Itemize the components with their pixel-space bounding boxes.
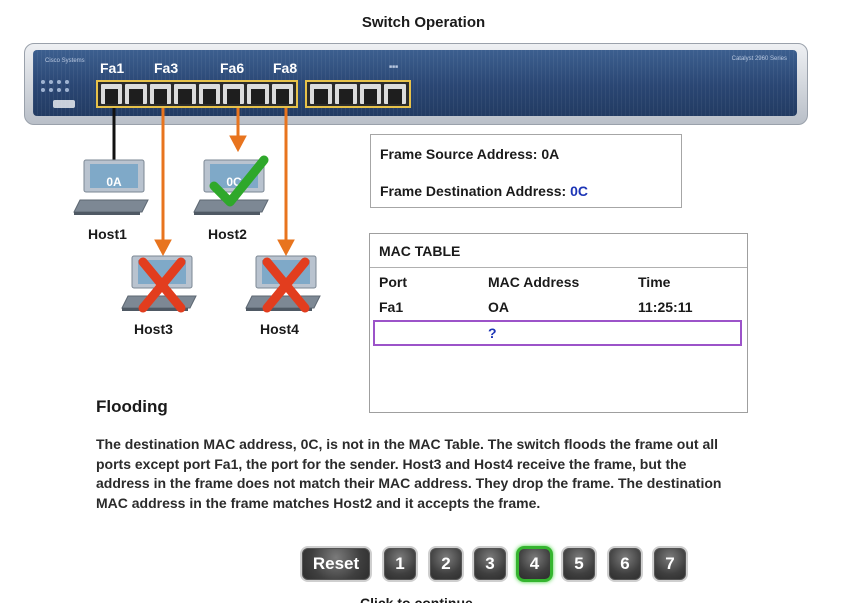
table-cell-port: Fa1 [379, 299, 404, 315]
switch-port [222, 84, 245, 104]
column-header-port: Port [379, 274, 407, 290]
switch-port [149, 84, 172, 104]
host1-label: Host1 [88, 226, 127, 242]
host2-label: Host2 [208, 226, 247, 242]
table-row-pending [373, 320, 742, 346]
checkmark-icon [209, 155, 269, 207]
frame-info-box: Frame Source Address: 0A Frame Destinati… [370, 134, 682, 208]
mac-table: MAC TABLE Port MAC Address Time Fa1 OA 1… [369, 233, 748, 413]
column-header-time: Time [638, 274, 671, 290]
switch-port [174, 84, 196, 104]
switch-port [310, 84, 332, 104]
column-header-mac: MAC Address [488, 274, 580, 290]
switch-port [198, 84, 220, 104]
frame-source-label: Frame Source Address: [380, 146, 538, 162]
arrow-down-icon [154, 239, 172, 257]
mac-table-divider [370, 267, 747, 268]
switch-port [125, 84, 147, 104]
table-cell-mac-unknown: ? [488, 325, 497, 341]
arrow-down-icon [277, 239, 295, 257]
host1-screen-label: 0A [106, 175, 122, 189]
table-cell-time: 11:25:11 [638, 299, 693, 315]
switch-port [101, 84, 123, 104]
x-icon [262, 257, 310, 313]
mac-table-title: MAC TABLE [379, 243, 461, 259]
page-title: Switch Operation [361, 14, 486, 31]
description-text: The destination MAC address, 0C, is not … [96, 436, 722, 511]
step-3-button[interactable]: 3 [472, 546, 508, 582]
table-cell-mac: OA [488, 299, 509, 315]
port-group-extra [305, 80, 411, 108]
arrow-down-icon [229, 135, 247, 153]
port-group-fa1-fa8 [96, 80, 298, 108]
switch-port [384, 84, 406, 104]
step-1-button[interactable]: 1 [382, 546, 418, 582]
reset-button[interactable]: Reset [300, 546, 372, 582]
switch-port [247, 84, 269, 104]
port-label-fa8: Fa8 [273, 60, 298, 76]
step-7-button[interactable]: 7 [652, 546, 688, 582]
switch-port [334, 84, 357, 104]
switch-port [271, 84, 293, 104]
step-2-button[interactable]: 2 [428, 546, 464, 582]
continue-hint: Click to continue [360, 595, 473, 603]
host3-label: Host3 [134, 321, 173, 337]
frame-source-line: Frame Source Address: 0A [380, 146, 559, 162]
frame-dest-label: Frame Destination Address: [380, 183, 567, 199]
step-5-button[interactable]: 5 [561, 546, 597, 582]
x-icon [138, 257, 186, 313]
step-4-button[interactable]: 4 [516, 546, 553, 582]
frame-dest-line: Frame Destination Address: 0C [380, 183, 588, 199]
port-label-fa1: Fa1 [100, 60, 125, 76]
frame-dest-value: 0C [570, 183, 588, 199]
host4-label: Host4 [260, 321, 299, 337]
switch-port [359, 84, 382, 104]
port-label-fa6: Fa6 [220, 60, 245, 76]
port-label-fa3: Fa3 [154, 60, 179, 76]
step-6-button[interactable]: 6 [607, 546, 643, 582]
section-heading: Flooding [96, 397, 168, 416]
frame-source-value: 0A [541, 146, 560, 162]
